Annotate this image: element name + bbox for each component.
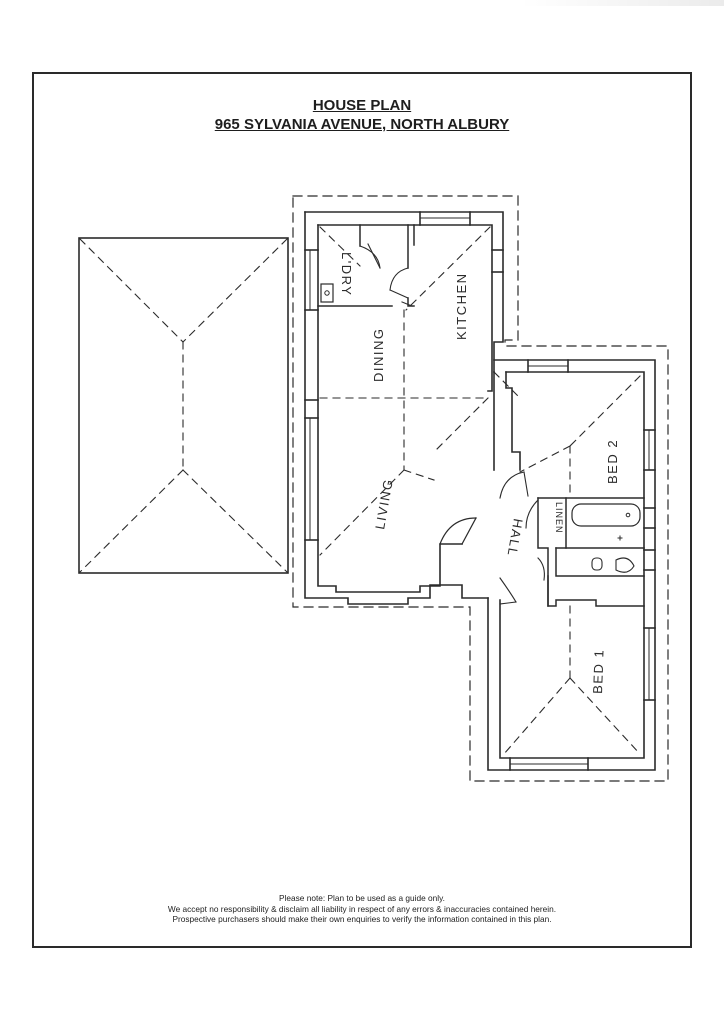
room-label-linen: LINEN <box>554 502 564 534</box>
disclaimer-line-2: We accept no responsibility & disclaim a… <box>167 903 557 914</box>
room-label-hall: HALL <box>504 517 525 558</box>
room-label-kitchen: KITCHEN <box>454 272 469 340</box>
room-label-laundry: L'DRY <box>339 252 354 296</box>
bath-partitions <box>537 497 645 607</box>
wing-roof-lines <box>493 371 641 755</box>
room-label-dining: DINING <box>371 328 386 383</box>
main-roof-lines <box>319 226 491 556</box>
eaves-outline <box>292 195 669 782</box>
plan-title: HOUSE PLAN 965 SYLVANIA AVENUE, NORTH AL… <box>0 96 724 134</box>
disclaimer-line-1: Please note: Plan to be used as a guide … <box>279 893 445 903</box>
bedroom-wing-walls <box>487 359 656 771</box>
page-border <box>32 72 692 948</box>
title-line-1: HOUSE PLAN <box>312 97 412 114</box>
disclaimer: Please note: Plan to be used as a guide … <box>0 893 724 925</box>
disclaimer-line-3: Prospective purchasers should make their… <box>172 914 552 924</box>
scan-edge-shadow <box>520 0 724 6</box>
room-label-bed2: BED 2 <box>605 439 620 484</box>
hall-doors <box>499 471 545 605</box>
laundry-partitions <box>317 224 415 307</box>
room-label-bed1: BED 1 <box>590 649 607 695</box>
living-door <box>439 517 477 545</box>
main-walls <box>304 211 504 605</box>
title-line-2: 965 SYLVANIA AVENUE, NORTH ALBURY <box>214 116 510 133</box>
room-label-living: LIVING <box>372 477 396 530</box>
carport-roof <box>78 237 289 574</box>
